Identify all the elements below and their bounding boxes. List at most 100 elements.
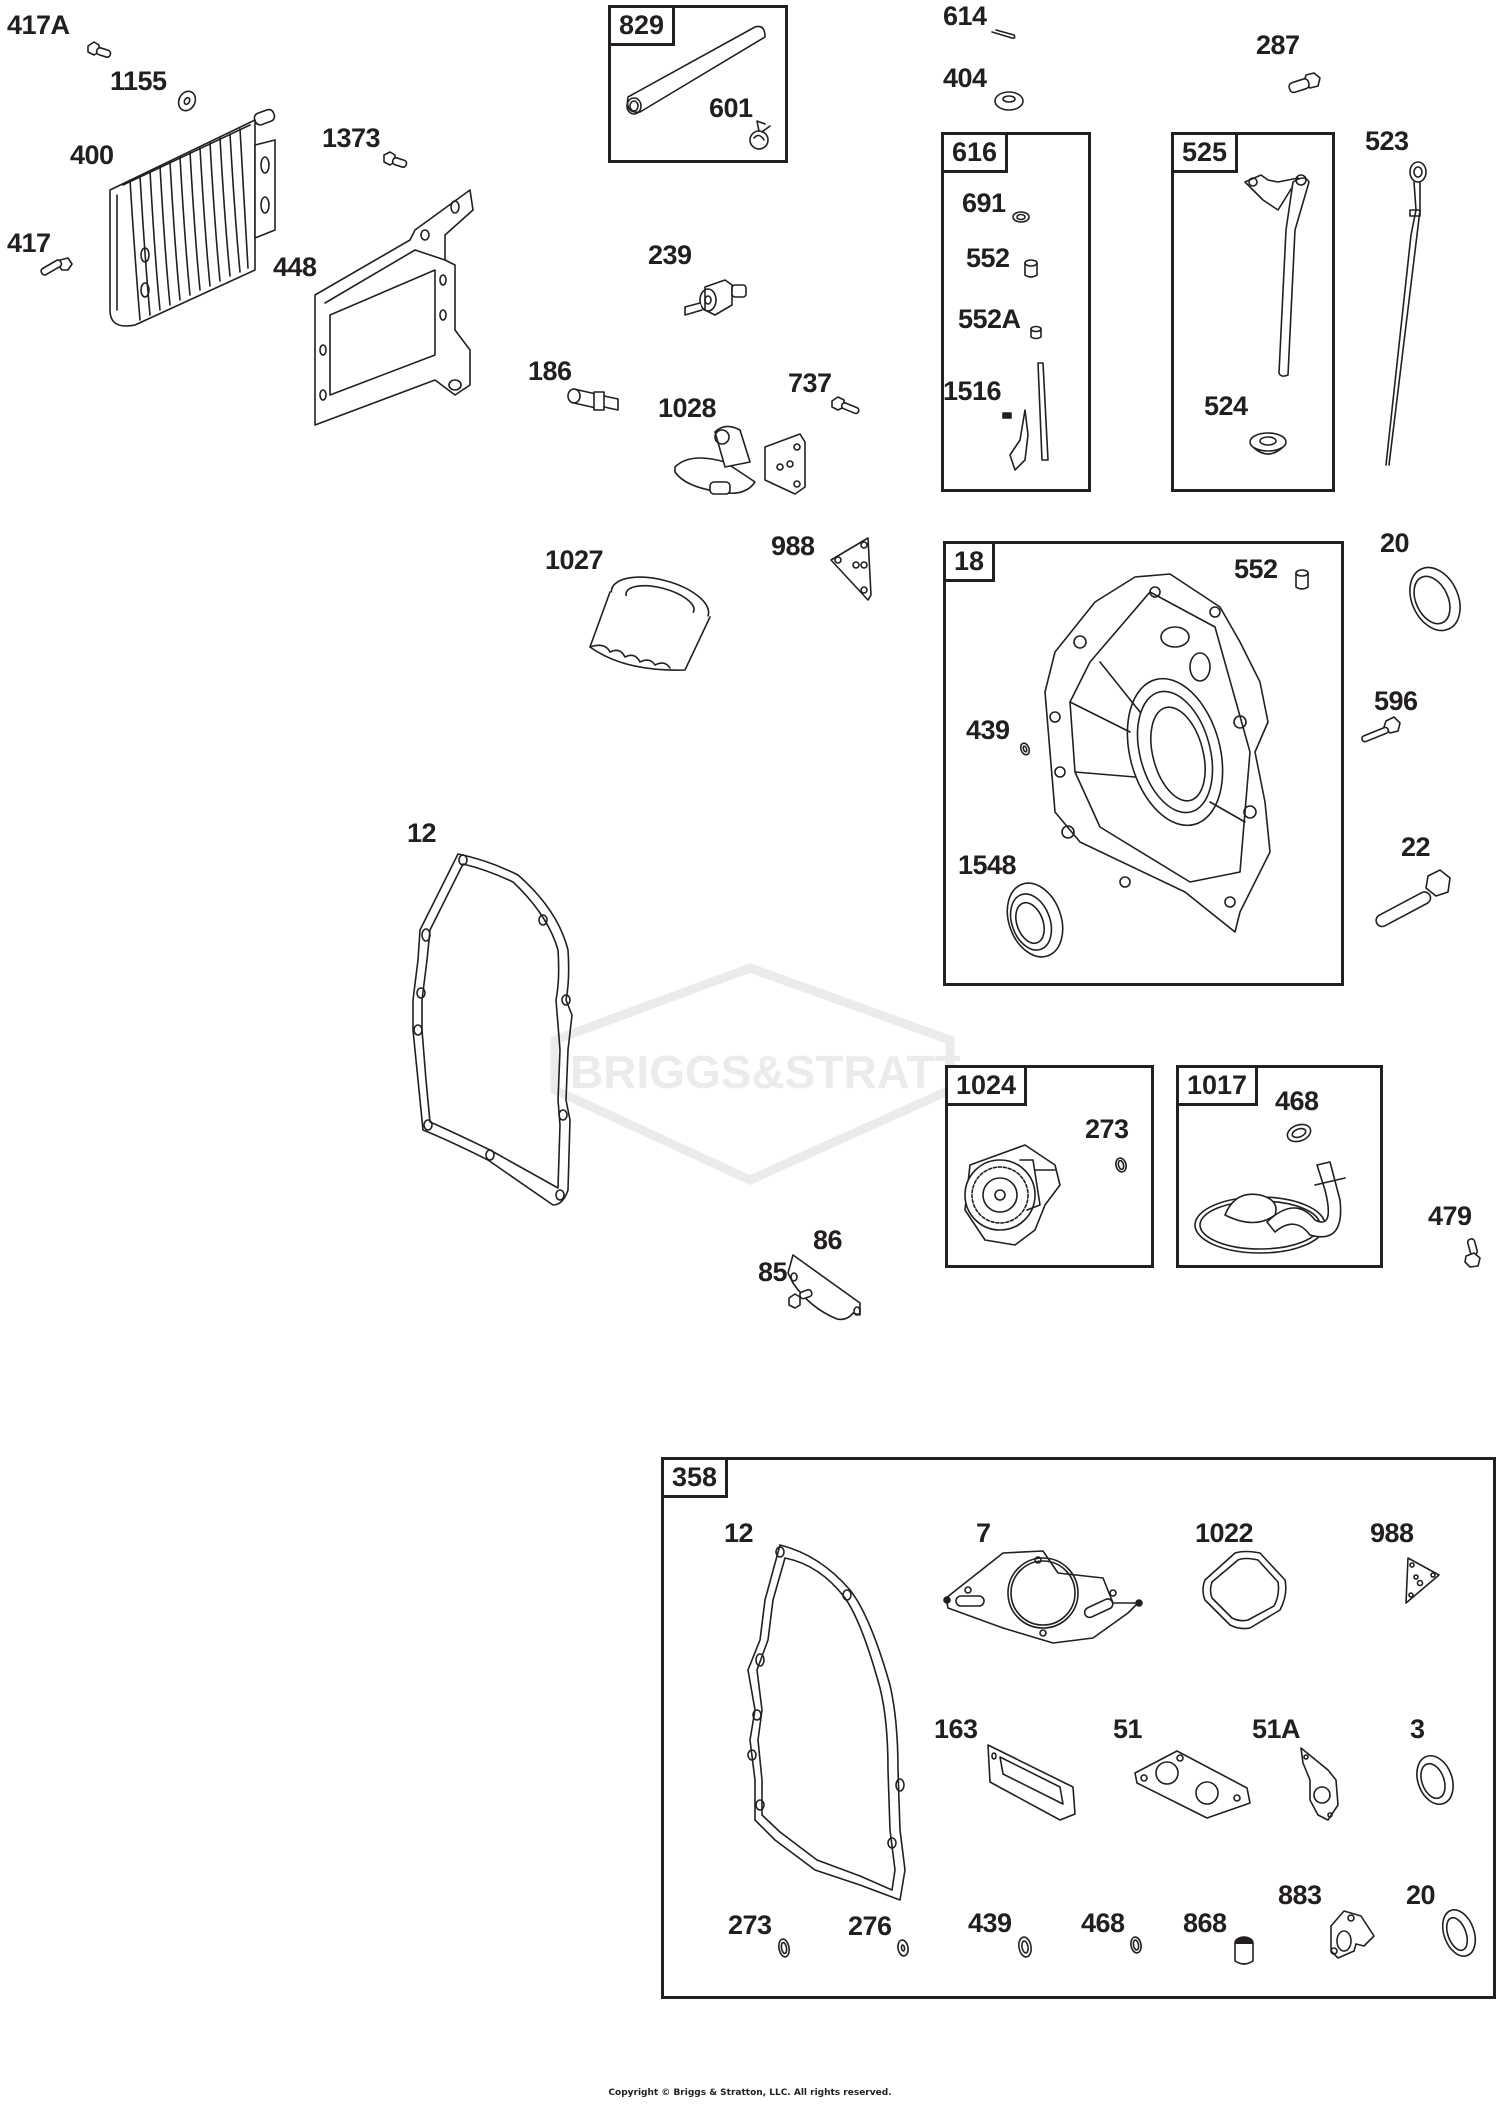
kit-358-o-ring-273-icon[interactable]: [776, 1936, 792, 1960]
kit-358-callout-3[interactable]: 3: [1410, 1714, 1425, 1744]
kit-829-callout-601[interactable]: 601: [709, 93, 753, 123]
washer-276-icon[interactable]: [896, 1937, 910, 1959]
bolt-1373-icon[interactable]: [382, 150, 412, 174]
o-ring-468-icon[interactable]: [1285, 1122, 1313, 1144]
gasket-988-icon[interactable]: [828, 535, 873, 605]
bolt-479-icon[interactable]: [1462, 1238, 1482, 1268]
callout-448[interactable]: 448: [273, 252, 317, 282]
callout-1027[interactable]: 1027: [545, 545, 604, 575]
callout-596[interactable]: 596: [1374, 686, 1418, 716]
callout-287[interactable]: 287: [1256, 30, 1300, 60]
callout-523[interactable]: 523: [1365, 126, 1409, 156]
bushing-18-552-icon[interactable]: [1293, 568, 1311, 592]
kit-358-callout-51[interactable]: 51: [1113, 1714, 1143, 1744]
kit-18-callout-552[interactable]: 552: [1234, 554, 1278, 584]
kit-1024-tag[interactable]: 1024: [945, 1065, 1028, 1106]
kit-616-callout-1516[interactable]: 1516: [943, 376, 1002, 406]
kit-358-callout-51A[interactable]: 51A: [1252, 1714, 1301, 1744]
kit-358-seal-20-icon[interactable]: [1439, 1906, 1479, 1961]
kit-18-tag[interactable]: 18: [943, 541, 996, 582]
oil-filter-1027-icon[interactable]: [585, 572, 715, 672]
bracket-448-icon[interactable]: [305, 185, 475, 426]
kit-616-callout-552[interactable]: 552: [966, 243, 1010, 273]
callout-239[interactable]: 239: [648, 240, 692, 270]
washer-1155-icon[interactable]: [176, 90, 198, 112]
dipstick-523-icon[interactable]: [1380, 160, 1430, 470]
governor-shaft-1516-icon[interactable]: [1000, 360, 1060, 480]
oil-filter-adapter-1028-icon[interactable]: [670, 422, 820, 507]
crankcase-cover-18-icon[interactable]: [1040, 572, 1275, 942]
kit-616-callout-691[interactable]: 691: [962, 188, 1006, 218]
kit-358-callout-439[interactable]: 439: [968, 1908, 1012, 1938]
kit-358-callout-988[interactable]: 988: [1370, 1518, 1414, 1548]
kit-829-tag[interactable]: 829: [608, 5, 676, 46]
hose-829-icon[interactable]: [620, 22, 770, 117]
kit-358-callout-12[interactable]: 12: [724, 1518, 754, 1548]
bolt-287-icon[interactable]: [1286, 72, 1322, 100]
callout-417[interactable]: 417: [7, 228, 51, 258]
clamp-601-icon[interactable]: [745, 118, 775, 153]
gasket-12-icon[interactable]: [408, 850, 583, 1215]
kit-358-o-ring-468-icon[interactable]: [1129, 1934, 1143, 1956]
callout-1028[interactable]: 1028: [658, 393, 717, 423]
gasket-1022-icon[interactable]: [1200, 1550, 1290, 1630]
gasket-163-icon[interactable]: [985, 1742, 1080, 1822]
oil-pickup-1017-icon[interactable]: [1194, 1160, 1355, 1255]
oil-cooler-400-icon[interactable]: [105, 108, 280, 330]
bolt-417-icon[interactable]: [38, 256, 74, 286]
kit-525-callout-524[interactable]: 524: [1204, 391, 1248, 421]
cotter-pin-614-icon[interactable]: [990, 28, 1018, 42]
callout-737[interactable]: 737: [788, 368, 832, 398]
callout-20[interactable]: 20: [1380, 528, 1410, 558]
callout-86[interactable]: 86: [813, 1225, 843, 1255]
kit-18-callout-439[interactable]: 439: [966, 715, 1010, 745]
kit-358-callout-276[interactable]: 276: [848, 1911, 892, 1941]
kit-358-callout-273[interactable]: 273: [728, 1910, 772, 1940]
kit-1024-callout-273[interactable]: 273: [1085, 1114, 1129, 1144]
kit-358-callout-1022[interactable]: 1022: [1195, 1518, 1254, 1548]
callout-417A[interactable]: 417A: [7, 10, 70, 40]
kit-358-callout-883[interactable]: 883: [1278, 1880, 1322, 1910]
callout-186[interactable]: 186: [528, 356, 572, 386]
oil-pump-1024-icon[interactable]: [955, 1140, 1075, 1250]
gasket-51-icon[interactable]: [1132, 1748, 1252, 1819]
bolt-417A-icon[interactable]: [86, 40, 116, 65]
valve-seal-868-icon[interactable]: [1231, 1934, 1257, 1968]
kit-358-washer-439-icon[interactable]: [1016, 1934, 1034, 1960]
callout-988[interactable]: 988: [771, 531, 815, 561]
washer-18-439-icon[interactable]: [1018, 741, 1032, 757]
callout-614[interactable]: 614: [943, 1, 987, 31]
callout-1155[interactable]: 1155: [110, 66, 167, 96]
kit-358-callout-468[interactable]: 468: [1081, 1908, 1125, 1938]
kit-358-callout-868[interactable]: 868: [1183, 1908, 1227, 1938]
callout-400[interactable]: 400: [70, 140, 114, 170]
head-gasket-7-icon[interactable]: [943, 1548, 1148, 1648]
kit-358-callout-20[interactable]: 20: [1406, 1880, 1436, 1910]
bolt-85-icon[interactable]: [787, 1288, 815, 1312]
callout-22[interactable]: 22: [1401, 832, 1431, 862]
kit-358-gasket-988-icon[interactable]: [1403, 1555, 1443, 1605]
gasket-51A-icon[interactable]: [1298, 1745, 1358, 1825]
kit-616-tag[interactable]: 616: [941, 132, 1009, 173]
seal-1548-icon[interactable]: [1003, 878, 1068, 963]
bushing-552-icon[interactable]: [1022, 258, 1040, 280]
seal-20-icon[interactable]: [1405, 562, 1465, 637]
grommet-404-icon[interactable]: [992, 88, 1026, 112]
dipstick-tube-525-icon[interactable]: [1243, 170, 1318, 380]
bolt-22-icon[interactable]: [1370, 868, 1455, 933]
callout-85[interactable]: 85: [758, 1257, 788, 1287]
kit-525-tag[interactable]: 525: [1171, 132, 1239, 173]
oil-pressure-switch-239-icon[interactable]: [680, 275, 755, 320]
bushing-552A-icon[interactable]: [1028, 325, 1044, 341]
o-ring-273-icon[interactable]: [1113, 1155, 1129, 1175]
callout-1373[interactable]: 1373: [322, 123, 381, 153]
grommet-524-icon[interactable]: [1248, 432, 1288, 462]
seal-3-icon[interactable]: [1413, 1750, 1458, 1810]
kit-358-callout-163[interactable]: 163: [934, 1714, 978, 1744]
kit-1017-callout-468[interactable]: 468: [1275, 1086, 1319, 1116]
bolt-737-icon[interactable]: [830, 395, 865, 420]
cover-86-icon[interactable]: [785, 1253, 865, 1323]
callout-404[interactable]: 404: [943, 63, 987, 93]
bolt-596-icon[interactable]: [1358, 715, 1403, 750]
kit-358-gasket-12-icon[interactable]: [740, 1540, 910, 1915]
